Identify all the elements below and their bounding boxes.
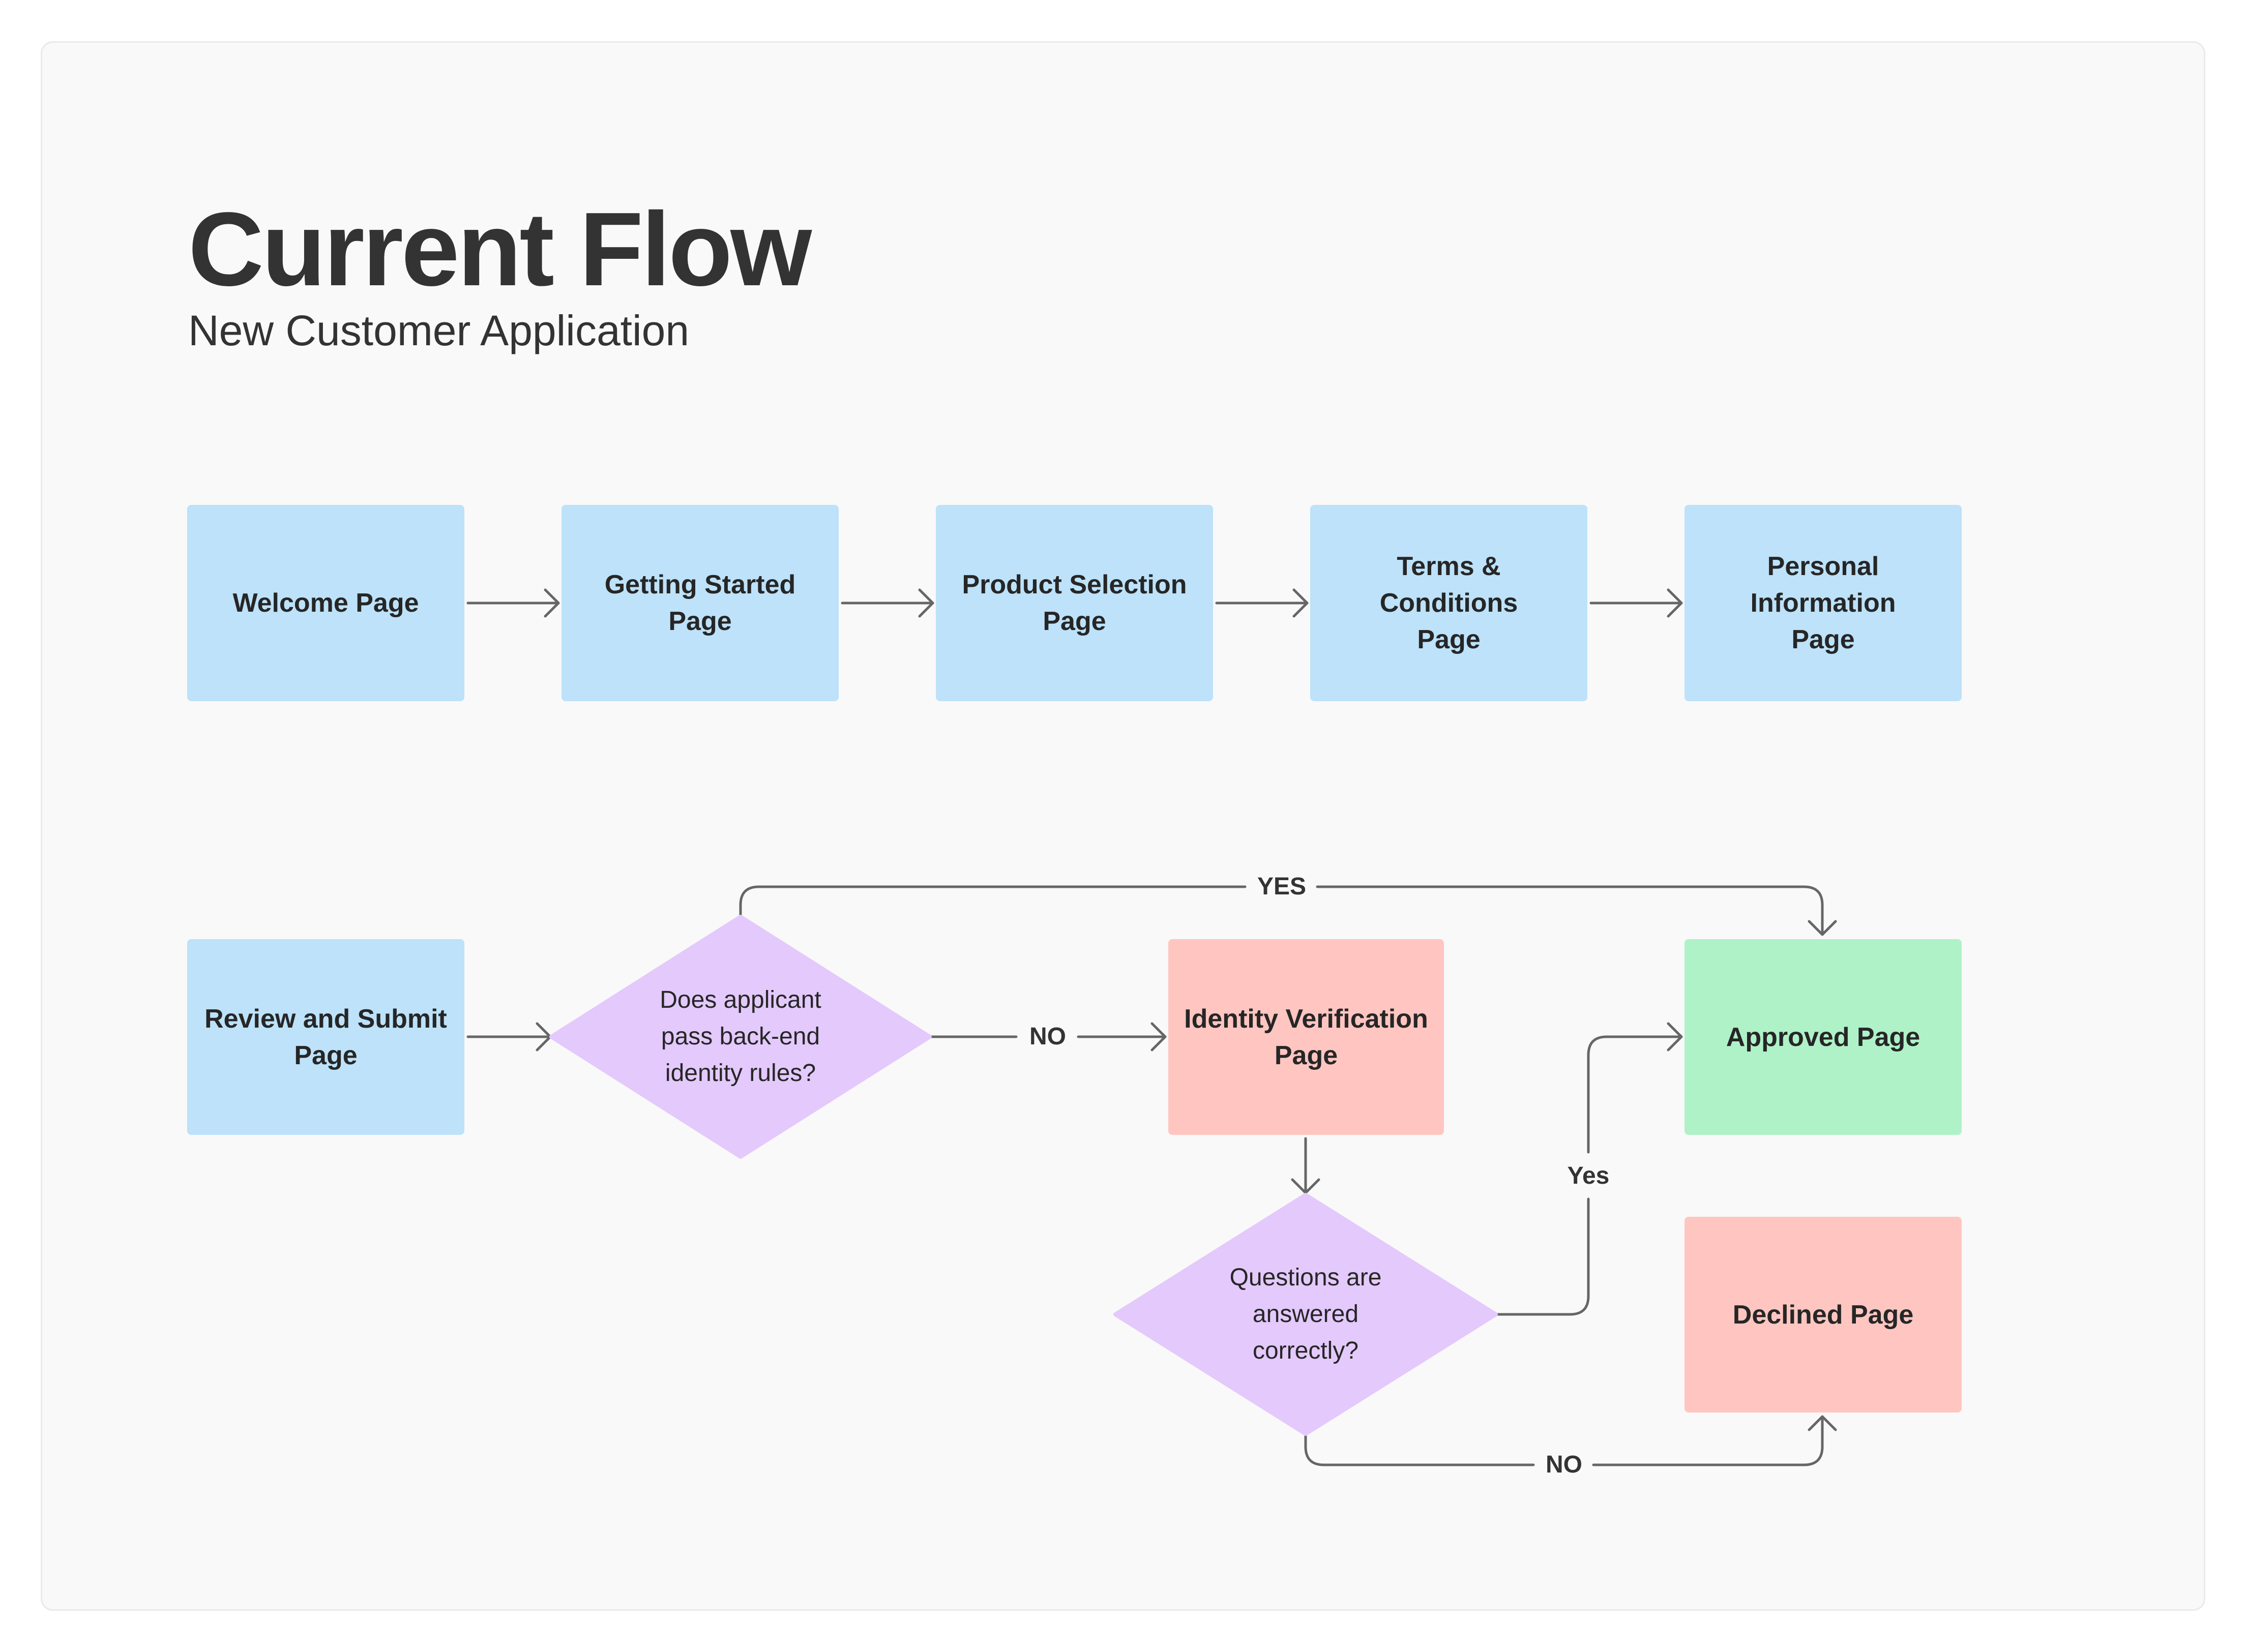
node-product-selection-page[interactable]: Product Selection Page xyxy=(936,505,1213,701)
arrow-questions-yes-to-approved xyxy=(1494,1022,1683,1316)
node-label: Identity Verification Page xyxy=(1184,1004,1428,1070)
node-terms-conditions-page[interactable]: Terms & Conditions Page xyxy=(1310,505,1587,701)
node-label: Terms & Conditions Page xyxy=(1379,552,1518,654)
arrow-identity-rules-yes-to-approved xyxy=(739,885,1837,936)
arrow-review-to-identity-rules xyxy=(466,1022,552,1052)
edge-label-rules-yes: YES xyxy=(1257,873,1307,900)
node-approved-page[interactable]: Approved Page xyxy=(1684,939,1962,1135)
node-label: Approved Page xyxy=(1726,1022,1920,1052)
page-subtitle: New Customer Application xyxy=(188,307,690,354)
edge-label-rules-no: NO xyxy=(1029,1023,1066,1050)
node-label: Getting Started Page xyxy=(604,570,796,636)
arrow-welcome-to-getting-started xyxy=(466,588,560,618)
node-personal-information-page[interactable]: Personal Information Page xyxy=(1684,505,1962,701)
arrow-identity-verification-to-questions xyxy=(1291,1137,1320,1194)
arrow-getting-started-to-product-selection xyxy=(841,588,934,618)
node-review-submit-page[interactable]: Review and Submit Page xyxy=(187,939,464,1135)
arrow-product-selection-to-terms xyxy=(1215,588,1309,618)
decision-diamond-questions xyxy=(1113,1193,1498,1436)
decision-label-identity-rules: Does applicant pass back-end identity ru… xyxy=(660,986,821,1087)
node-label: Review and Submit Page xyxy=(204,1004,447,1070)
arrow-identity-rules-no-to-identity-verification xyxy=(928,1022,1167,1052)
node-welcome-page[interactable]: Welcome Page xyxy=(187,505,464,701)
arrow-terms-to-personal-info xyxy=(1589,588,1683,618)
page-title: Current Flow xyxy=(188,191,812,308)
node-declined-page[interactable]: Declined Page xyxy=(1684,1217,1962,1413)
node-label: Declined Page xyxy=(1732,1300,1914,1330)
arrow-questions-no-to-declined xyxy=(1304,1415,1837,1466)
node-getting-started-page[interactable]: Getting Started Page xyxy=(562,505,839,701)
node-label: Product Selection Page xyxy=(962,570,1187,636)
node-label: Welcome Page xyxy=(232,588,419,618)
decision-label-questions: Questions are answered correctly? xyxy=(1229,1264,1382,1364)
edge-label-questions-no: NO xyxy=(1546,1451,1582,1478)
decision-diamond-identity-rules xyxy=(549,915,932,1159)
edge-label-questions-yes: Yes xyxy=(1567,1162,1610,1189)
node-identity-verification-page[interactable]: Identity Verification Page xyxy=(1168,939,1444,1135)
node-label: Personal Information Page xyxy=(1750,552,1896,654)
